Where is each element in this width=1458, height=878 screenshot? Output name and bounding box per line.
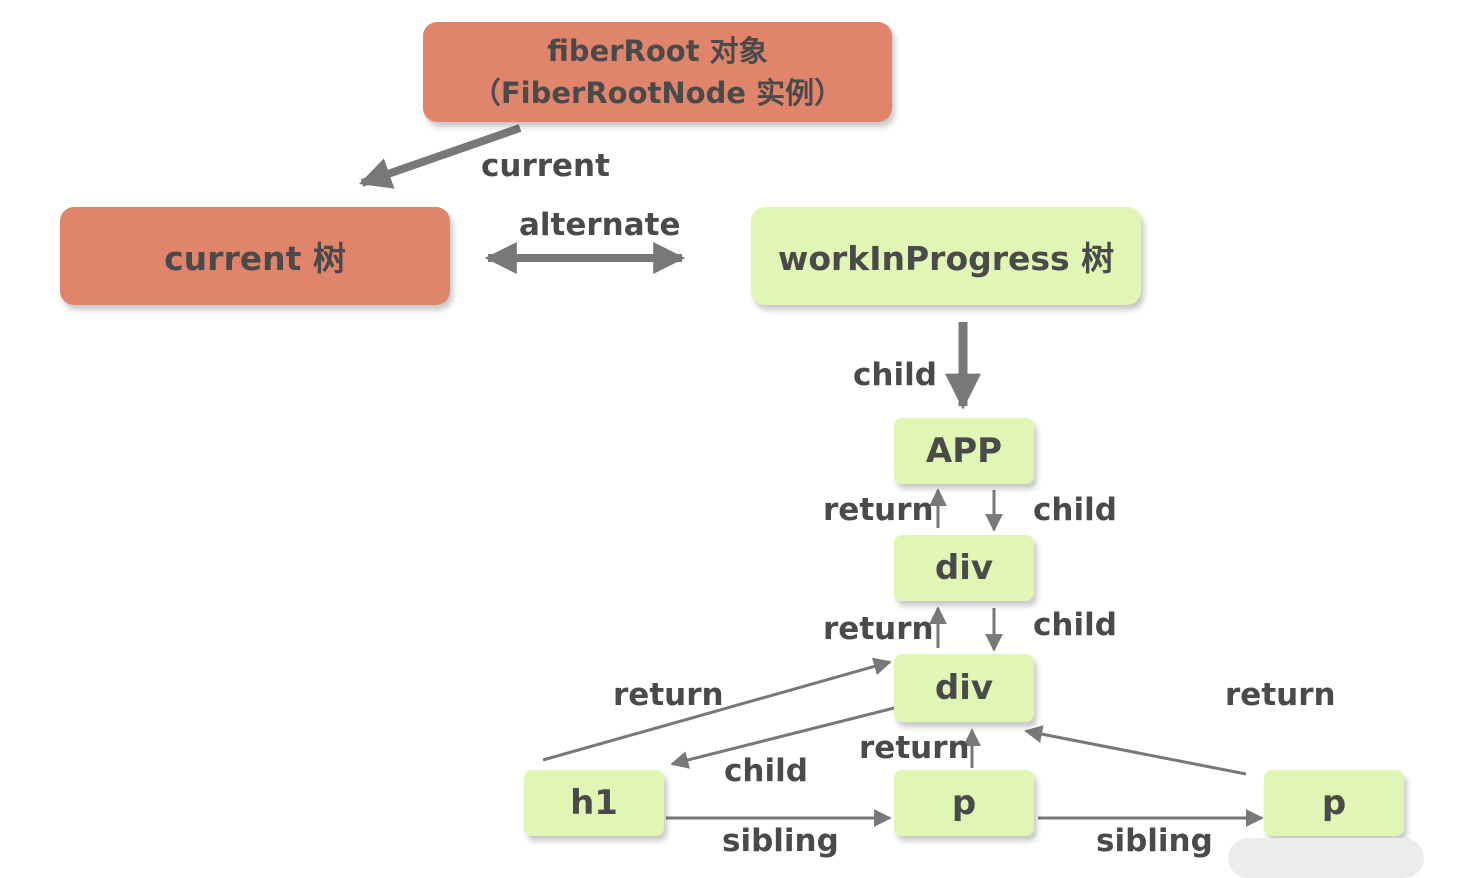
fiber-root-subtitle: （FiberRootNode 实例） (471, 76, 844, 110)
current-pointer-arrow (358, 124, 522, 189)
h1-return-label: return (613, 677, 724, 713)
current-pointer-label: current (481, 148, 610, 184)
p1-sibling-label: sibling (1096, 823, 1213, 859)
h1-child-label: child (724, 753, 808, 789)
div-node-inner: div (894, 654, 1034, 722)
app-child-label: child (1033, 492, 1117, 528)
wip-tree-node: workInProgress 树 (751, 207, 1141, 305)
fiber-root-node: fiberRoot 对象 （FiberRootNode 实例） (423, 22, 892, 122)
div2-child-arrow (670, 705, 899, 769)
p2-return-label: return (1225, 677, 1336, 713)
fiber-root-title: fiberRoot 对象 (547, 33, 768, 68)
h1-node: h1 (524, 770, 664, 836)
wip-child-label: child (853, 357, 937, 393)
watermark (1228, 838, 1424, 878)
alternate-label: alternate (519, 207, 681, 243)
div1-child-label: child (1033, 607, 1117, 643)
app-return-label: return (823, 492, 934, 528)
h1-return-arrow (542, 657, 892, 762)
p-node-first: p (894, 770, 1034, 836)
p1-return-label: return (859, 730, 970, 766)
diagram-arrows (358, 124, 1264, 827)
p2-return-arrow (1024, 725, 1247, 776)
div1-return-label: return (823, 611, 934, 647)
div-node-outer: div (894, 535, 1034, 601)
app-node: APP (894, 418, 1034, 484)
p-node-second: p (1264, 770, 1404, 836)
h1-sibling-label: sibling (722, 823, 839, 859)
current-tree-node: current 树 (60, 207, 450, 305)
